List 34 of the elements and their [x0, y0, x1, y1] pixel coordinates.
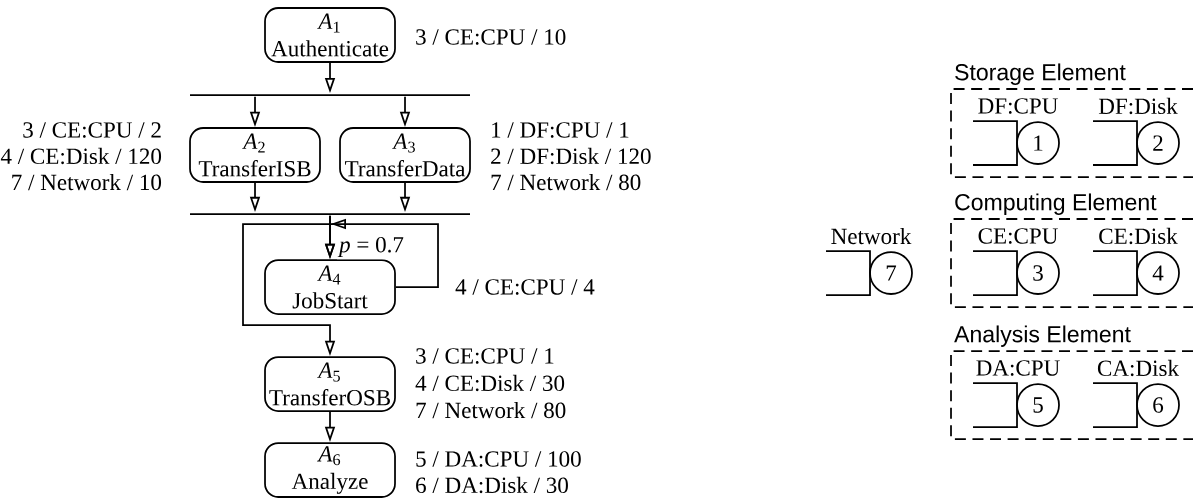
station-label: CE:Disk [1099, 227, 1178, 245]
queue-station: 4 [1092, 250, 1180, 296]
resource-label: 5 / DA:CPU / 100 [416, 451, 581, 467]
process-box: A$_{3}$ TransferData [339, 127, 471, 183]
process-box: A$_{5}$ TransferOSB [264, 356, 396, 412]
queue-station: 3 [972, 250, 1060, 296]
resource-label: 1 / DF:CPU / 1 [492, 122, 629, 138]
process-box: A$_{4}$ JobStart [264, 259, 396, 315]
queue-station: 2 [1092, 120, 1180, 166]
station-label: DF:CPU [978, 98, 1058, 114]
resource-label: 7 / Network / 80 [416, 401, 566, 419]
resource-label: 3 / CE:CPU / 2 [23, 122, 161, 138]
process-box: A$_{6}$ Analyze [264, 442, 396, 498]
process-box: A$_{1}$ Authenticate [264, 7, 396, 63]
resource-label: 6 / DA:Disk / 30 [416, 476, 568, 494]
queue-station: 1 [972, 120, 1060, 166]
station-label: CE:CPU [978, 228, 1058, 244]
process-box: A$_{2}$ TransferISB [189, 127, 321, 183]
resource-label: 3 / CE:CPU / 10 [416, 29, 566, 45]
queue-station: 6 [1092, 382, 1180, 428]
resource-label: 4 / CE:Disk / 120 [0, 147, 162, 165]
edge-label: p = 0.7 [336, 234, 407, 260]
station-label: Network [831, 227, 912, 245]
resource-label: 7 / Network / 80 [491, 173, 641, 191]
station-label: CA:Disk [1097, 359, 1179, 377]
resource-label: 7 / Network / 10 [12, 173, 162, 191]
station-label: DA:CPU [976, 360, 1060, 376]
resource-label: 4 / CE:Disk / 30 [415, 374, 565, 392]
station-label: DF:Disk [1098, 97, 1178, 115]
queue-station: 5 [972, 382, 1060, 428]
resource-label: 2 / DF:Disk / 120 [491, 147, 651, 165]
resource-label: 4 / CE:CPU / 4 [455, 279, 595, 295]
resource-label: 3 / CE:CPU / 1 [416, 348, 554, 364]
queue-station: 7 [825, 250, 913, 296]
